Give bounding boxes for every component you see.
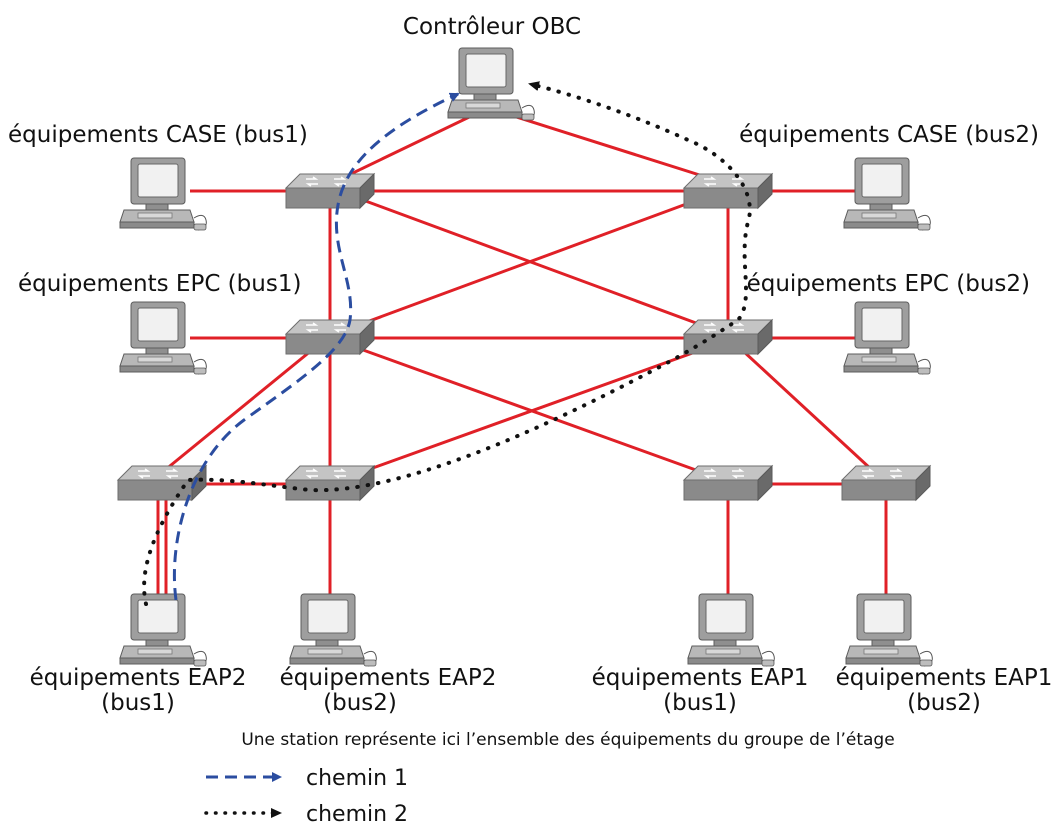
computer-icon-eap2-bus2	[289, 593, 377, 667]
label-case-bus1: équipements CASE (bus1)	[8, 122, 308, 148]
switch-case-bus2	[683, 173, 773, 209]
label-eap2-bus2-line2: (bus2)	[323, 690, 397, 716]
computer-icon-eap2-bus1	[119, 593, 207, 667]
label-case-bus2: équipements CASE (bus2)	[739, 122, 1039, 148]
computer-icon-epc-bus2	[843, 301, 931, 375]
label-controller: Contrôleur OBC	[403, 14, 581, 40]
switch-epc-bus2	[683, 319, 773, 355]
label-eap2-bus1-line1: équipements EAP2	[30, 665, 247, 691]
label-eap1-bus1-line2: (bus1)	[663, 690, 737, 716]
legend-path1-label: chemin 1	[306, 766, 408, 791]
label-epc-bus1: équipements EPC (bus1)	[18, 271, 301, 297]
legend-path2-label: chemin 2	[306, 802, 408, 827]
caption: Une station représente ici l’ensemble de…	[241, 730, 894, 750]
link-sw1-sw4	[351, 194, 716, 332]
link-sw4-sw6	[344, 344, 713, 480]
link-sw2-sw3	[344, 194, 709, 332]
path-2	[142, 81, 752, 606]
link-sw3-sw7	[351, 344, 719, 480]
legend: chemin 1 chemin 2	[204, 766, 408, 827]
network-links	[156, 106, 888, 598]
switch-case-bus1	[285, 173, 375, 209]
switch-epc-bus1	[285, 319, 375, 355]
path-1	[172, 92, 460, 601]
label-eap2-bus2-line1: équipements EAP2	[280, 665, 497, 691]
label-epc-bus2: équipements EPC (bus2)	[747, 271, 1030, 297]
label-eap2-bus1-line2: (bus1)	[101, 690, 175, 716]
computer-icon-case-bus1	[119, 157, 207, 231]
computer-icon-eap1-bus2	[845, 593, 933, 667]
switch-eap2-bus2	[285, 465, 375, 501]
link-sw4-sw8	[740, 348, 874, 472]
link-controller-sw1	[329, 106, 489, 186]
switch-eap1-bus2	[841, 465, 931, 501]
link-controller-sw2	[487, 106, 729, 186]
computer-icon-case-bus2	[843, 157, 931, 231]
computer-icon-controller	[447, 47, 535, 121]
switch-eap1-bus1	[683, 465, 773, 501]
computer-icon-eap1-bus1	[687, 593, 775, 667]
label-eap1-bus2-line1: équipements EAP1	[836, 665, 1053, 691]
link-sw3-sw5	[164, 348, 313, 472]
label-eap1-bus1-line1: équipements EAP1	[592, 665, 809, 691]
label-eap1-bus2-line2: (bus2)	[907, 690, 981, 716]
switch-eap2-bus1	[117, 465, 207, 501]
